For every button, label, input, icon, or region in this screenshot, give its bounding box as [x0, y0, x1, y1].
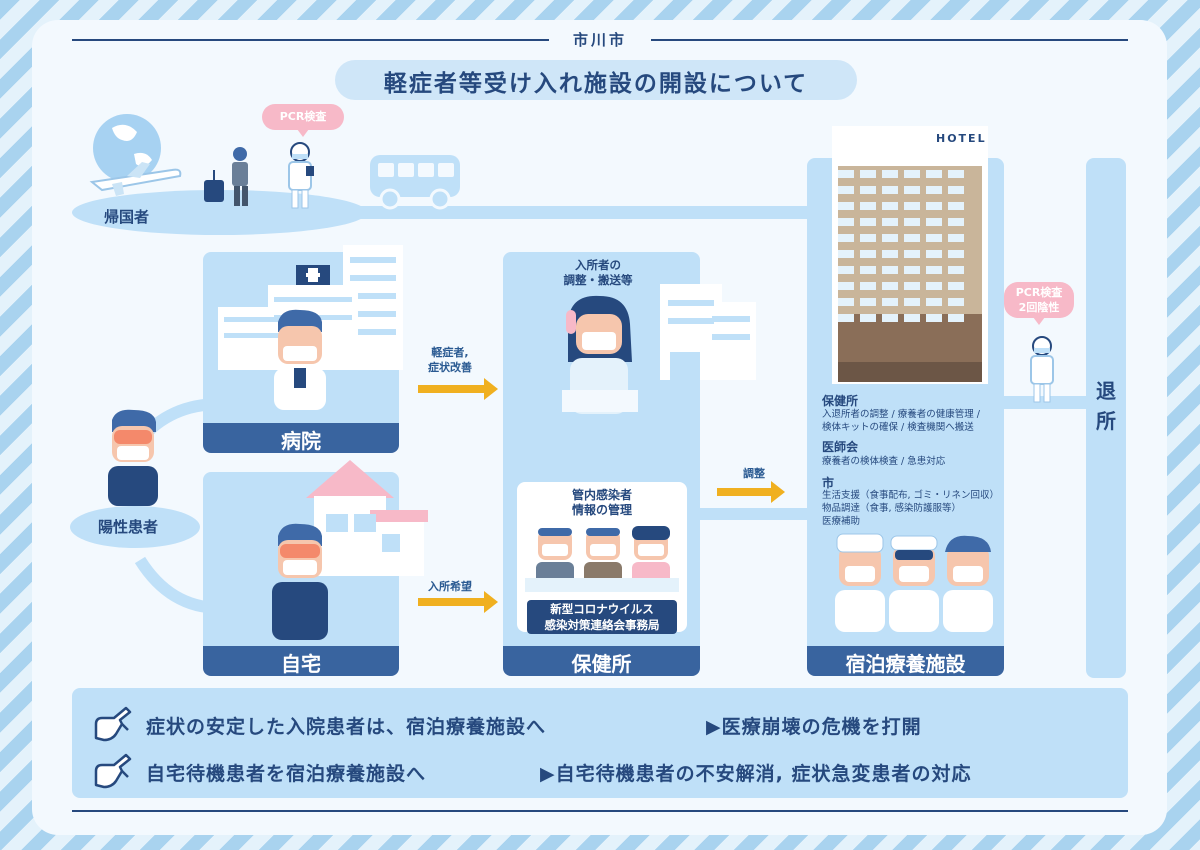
facility-label: 宿泊療養施設 — [807, 648, 1004, 677]
home-patient-icon — [270, 520, 330, 640]
facility-hc-text: 入退所者の調整 / 療養者の健康管理 / 検体キットの確保 / 検査機関へ搬送 — [822, 408, 1002, 434]
positive-patient-label: 陽性患者 — [98, 516, 158, 537]
bus-icon — [368, 153, 463, 211]
hc-building-icon — [640, 272, 760, 382]
city-name: 市川市 — [0, 29, 1200, 50]
hc-desk — [525, 578, 679, 592]
arrow-hospital-to-hc — [418, 385, 484, 393]
summary-row2-main: 自宅待機患者を宿泊療養施設へ — [146, 759, 426, 786]
facility-city-text: 生活支援（食事配布, ゴミ・リネン回収） 物品調達（食事, 感染防護服等） 医療… — [822, 489, 1004, 528]
arrow-label-home: 入所希望 — [410, 579, 490, 594]
summary-row2-result: ▶自宅待機患者の不安解消, 症状急変患者の対応 — [540, 759, 971, 786]
receptionist-icon — [562, 292, 638, 416]
hc-coordination-text: 入所者の 調整・搬送等 — [548, 258, 648, 288]
traveler-icon — [196, 144, 266, 210]
discharge-staff-icon — [1022, 334, 1062, 404]
summary-row1-main: 症状の安定した入院患者は、宿泊療養施設へ — [146, 712, 546, 739]
arrow-label-coordination: 調整 — [724, 466, 784, 481]
pointing-hand-icon — [92, 704, 132, 744]
discharge-label: 退 所 — [1086, 376, 1126, 436]
hc-label: 保健所 — [503, 648, 700, 677]
discharge-pcr-bubble: PCR検査 2回陰性 — [1004, 282, 1074, 318]
page-title: 軽症者等受け入れ施設の開設について — [335, 64, 857, 98]
pointing-hand-icon — [92, 751, 132, 791]
positive-patient-icon — [104, 406, 162, 506]
pcr-staff-icon — [280, 140, 320, 212]
doctor-icon — [270, 306, 330, 410]
returnee-label: 帰国者 — [104, 206, 149, 227]
facility-hc-head: 保健所 — [822, 392, 858, 409]
globe-plane-icon — [82, 110, 187, 200]
summary-row1-result: ▶医療崩壊の危機を打開 — [706, 712, 922, 739]
hc-vertical-road — [596, 414, 608, 484]
pcr-bubble: PCR検査 — [262, 104, 344, 130]
home-label: 自宅 — [203, 648, 399, 677]
hospital-label: 病院 — [203, 425, 399, 454]
facility-med-text: 療養者の検体検査 / 急患対応 — [822, 455, 1002, 468]
hotel-sign: HOTEL — [936, 132, 987, 145]
arrow-hc-to-facility — [717, 488, 771, 496]
hc-to-facility-road — [700, 508, 810, 520]
facility-med-head: 医師会 — [822, 438, 858, 455]
hc-office-label: 新型コロナウイルス 感染対策連絡会事務局 — [527, 600, 677, 634]
hotel-windows — [838, 170, 968, 340]
arrow-home-to-hc — [418, 598, 484, 606]
footer-rule — [72, 810, 1128, 812]
arrow-label-hospital: 軽症者, 症状改善 — [410, 345, 490, 375]
hc-info-management: 管内感染者 情報の管理 — [552, 488, 652, 518]
medical-team-icon — [833, 530, 995, 634]
